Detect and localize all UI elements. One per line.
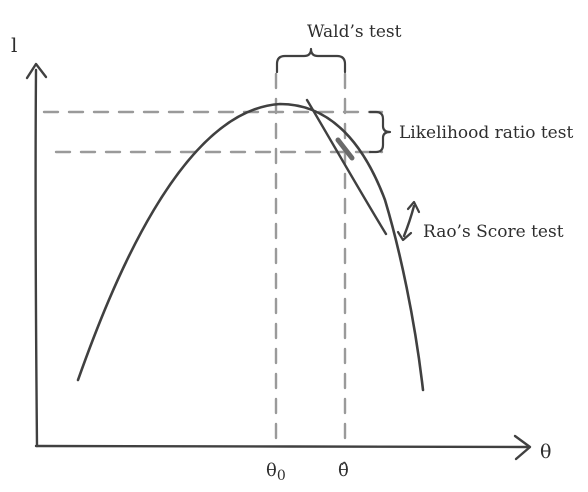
wald-brace — [275, 47, 347, 74]
y-axis — [34, 68, 39, 448]
y-axis-arrowhead — [25, 62, 48, 80]
score-tangent-line — [305, 98, 388, 236]
tangent-contact-highlight — [335, 137, 355, 161]
theta0-symbol: θ — [266, 460, 277, 481]
axes — [25, 62, 532, 461]
theta0-subscript: 0 — [277, 468, 286, 484]
log-likelihood-curve — [76, 102, 425, 392]
likelihood-ratio-test-label: Likelihood ratio test — [399, 123, 573, 143]
x-axis-arrowhead — [513, 434, 532, 461]
y-axis-label: l — [11, 33, 17, 57]
likelihood-ratio-brace — [368, 110, 392, 154]
guide-lines — [42, 72, 384, 448]
theta-hat-tick-label: θ̂ — [338, 460, 349, 481]
theta0-tick-label: θ0 — [266, 460, 286, 484]
score-double-arrow — [396, 200, 421, 242]
score-test-label: Rao’s Score test — [423, 222, 564, 242]
wald-test-label: Wald’s test — [307, 22, 402, 42]
x-axis — [34, 444, 530, 449]
x-axis-label: θ — [540, 441, 551, 463]
